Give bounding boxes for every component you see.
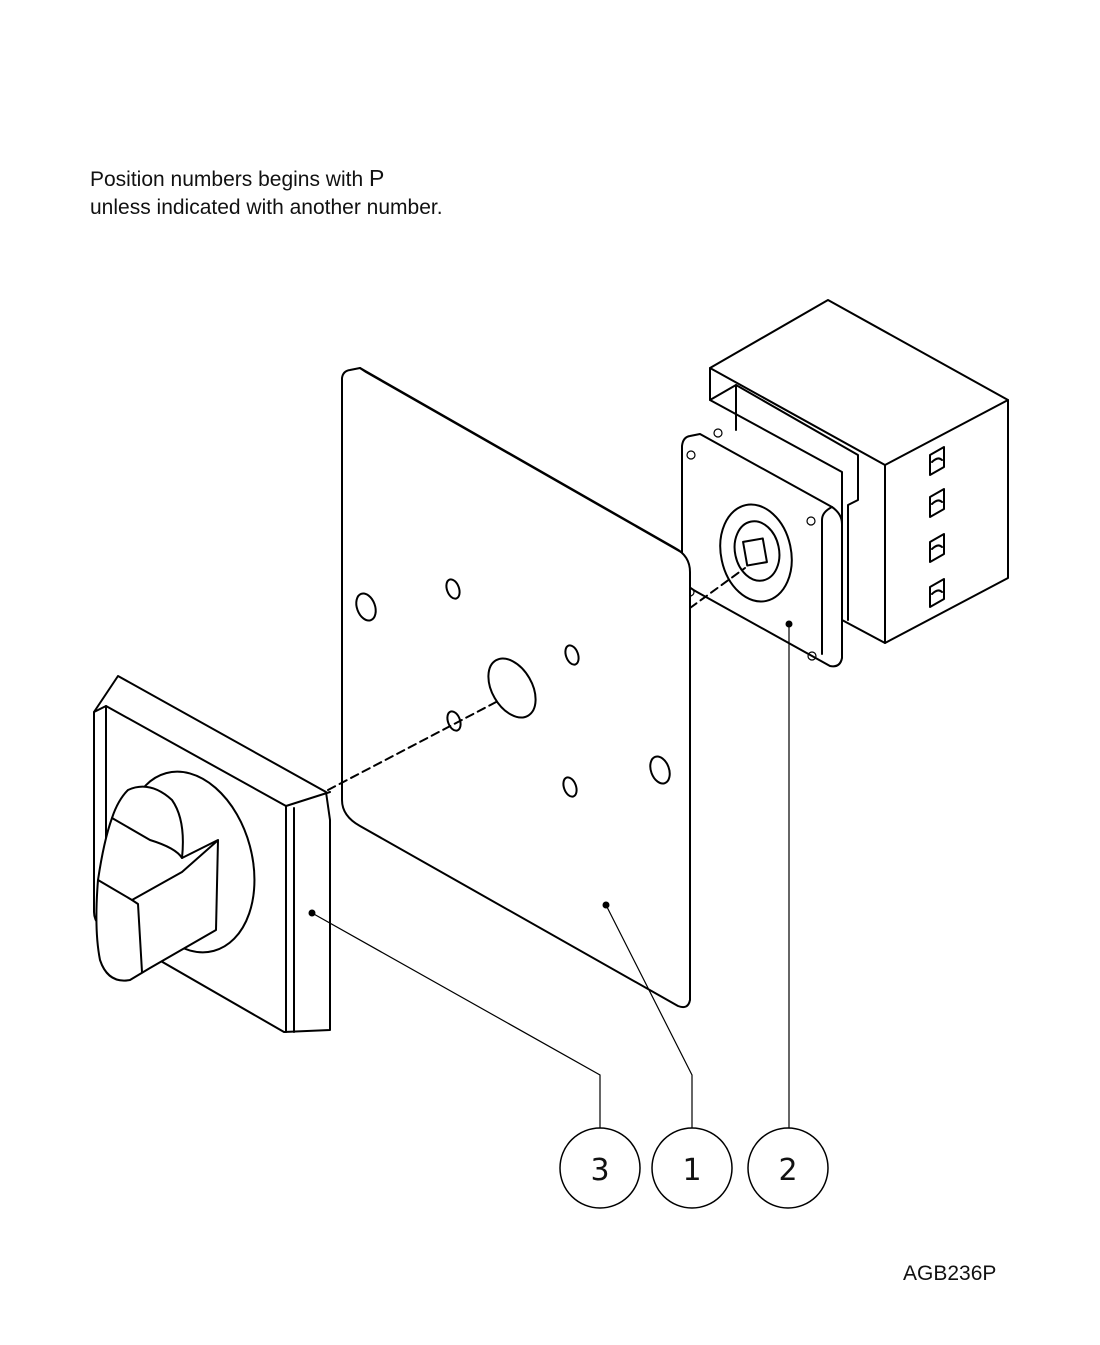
switch-body <box>681 299 1009 668</box>
handle-knob <box>93 675 331 1033</box>
note-text: Position numbers begins with <box>90 168 364 191</box>
balloon-3-label: 3 <box>590 1153 609 1188</box>
note-line-1: Position numbers begins with P <box>90 164 443 194</box>
balloon-1-label: 1 <box>682 1153 701 1188</box>
note-line-2: unless indicated with another number. <box>90 196 443 219</box>
balloon-2: 2 <box>747 1127 829 1209</box>
balloon-3: 3 <box>559 1127 641 1209</box>
position-note: Position numbers begins with P unless in… <box>90 164 443 222</box>
note-prefix: P <box>369 165 385 191</box>
mounting-plate <box>327 367 691 1009</box>
leader-lines <box>308 620 793 1128</box>
balloon-2-label: 2 <box>778 1153 797 1188</box>
balloon-1: 1 <box>651 1127 733 1209</box>
drawing-code: AGB236P <box>903 1262 997 1285</box>
